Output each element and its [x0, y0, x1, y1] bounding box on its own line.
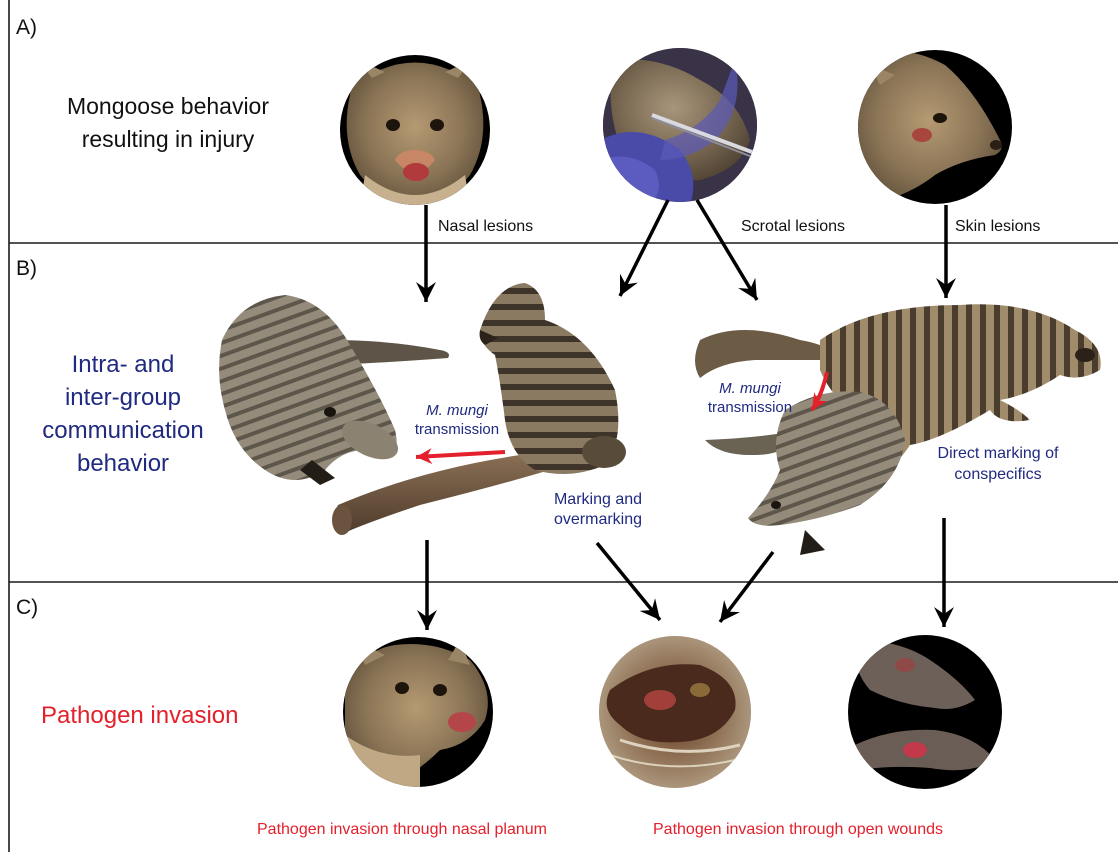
right-transmission-species: M. mungi	[700, 380, 800, 398]
panel-a-heading-line1: Mongoose behavior	[18, 93, 318, 121]
panel-b-letter: B)	[16, 256, 37, 281]
marking-label-line2: overmarking	[528, 510, 668, 529]
scrotal-exam-photo	[600, 45, 760, 205]
left-transmission-species: M. mungi	[402, 402, 512, 420]
panel-a-heading-line2: resulting in injury	[18, 126, 318, 154]
panel-c-letter: C)	[16, 595, 38, 620]
panel-c-heading: Pathogen invasion	[41, 702, 238, 731]
nasal-planum-lesion-photo	[343, 637, 493, 787]
marking-label-line1: Marking and	[528, 490, 668, 509]
left-transmission-word: transmission	[402, 421, 512, 439]
caption-nasal-planum: Pathogen invasion through nasal planum	[257, 820, 547, 839]
label-nasal-lesions: Nasal lesions	[438, 217, 533, 236]
direct-marking-label-line2: conspecifics	[918, 465, 1078, 484]
direct-marking-label-line1: Direct marking of	[918, 444, 1078, 463]
arrows-b-to-c	[427, 518, 944, 630]
mongoose-face-nose-photo	[340, 55, 490, 205]
panel-a-letter: A)	[16, 15, 37, 40]
arrows-a-to-b	[426, 200, 946, 302]
panel-b-heading-line1: Intra- and	[18, 351, 228, 380]
right-transmission-word: transmission	[700, 399, 800, 417]
mongoose-side-face-photo	[855, 50, 1012, 205]
tail-and-limb-lesion-photo	[848, 635, 1002, 789]
mongoose-scene-right	[695, 304, 1101, 555]
panel-b-heading-line3: communication	[18, 417, 228, 446]
label-scrotal-lesions: Scrotal lesions	[741, 217, 845, 236]
label-skin-lesions: Skin lesions	[955, 217, 1040, 236]
panel-b-heading-line2: inter-group	[18, 384, 228, 413]
panel-b-heading-line4: behavior	[18, 450, 228, 479]
open-wound-photo	[599, 636, 751, 788]
caption-open-wounds: Pathogen invasion through open wounds	[653, 820, 943, 839]
